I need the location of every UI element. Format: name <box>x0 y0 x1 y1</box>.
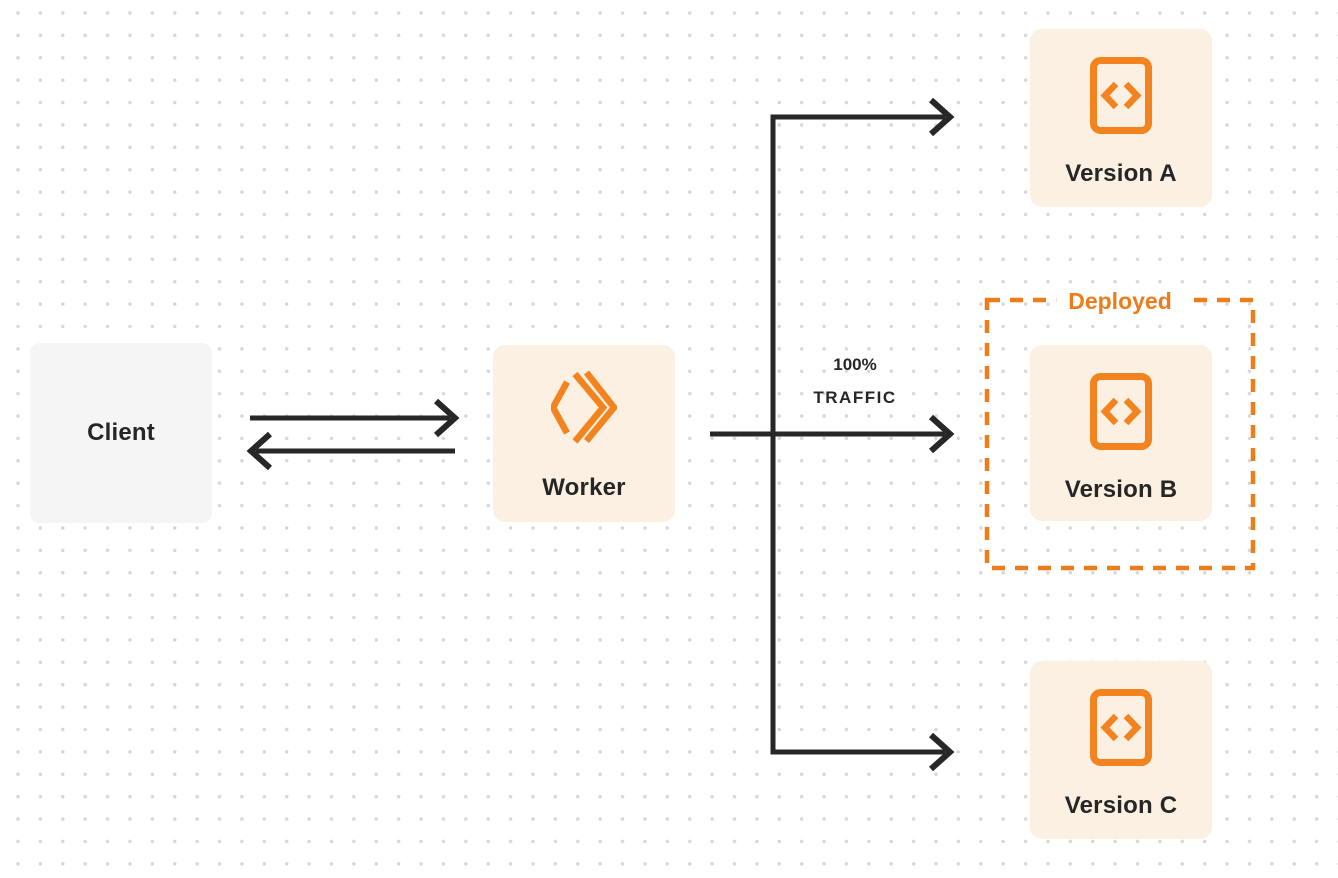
code-file-icon <box>1090 57 1152 134</box>
traffic-percentage: 100% <box>833 355 877 374</box>
version-c-label: Version C <box>1064 792 1178 819</box>
node-version-c: Version C <box>1030 661 1212 839</box>
arrow-client-to-worker-head <box>433 398 460 438</box>
version-b-label: Version B <box>1064 476 1178 503</box>
client-label: Client <box>87 419 155 446</box>
version-a-label: Version A <box>1065 160 1177 187</box>
arrow-to-version-c-head <box>928 732 955 772</box>
workers-logo-icon <box>551 370 617 444</box>
node-version-b: Version B <box>1030 345 1212 521</box>
arrow-worker-to-version-b-head <box>928 414 955 454</box>
branch-trunk-line <box>770 114 945 755</box>
arrow-to-version-a-head <box>928 97 955 137</box>
worker-label: Worker <box>542 474 626 501</box>
traffic-annotation: 100% TRAFFIC <box>813 348 896 414</box>
node-version-a: Version A <box>1030 29 1212 207</box>
node-client: Client <box>30 343 212 523</box>
arrow-worker-to-client-head <box>246 431 273 471</box>
traffic-word: TRAFFIC <box>813 388 897 407</box>
code-file-icon <box>1090 689 1152 766</box>
deployed-annotation: Deployed <box>1056 286 1184 316</box>
node-worker: Worker <box>493 345 675 522</box>
code-file-icon <box>1090 373 1152 450</box>
